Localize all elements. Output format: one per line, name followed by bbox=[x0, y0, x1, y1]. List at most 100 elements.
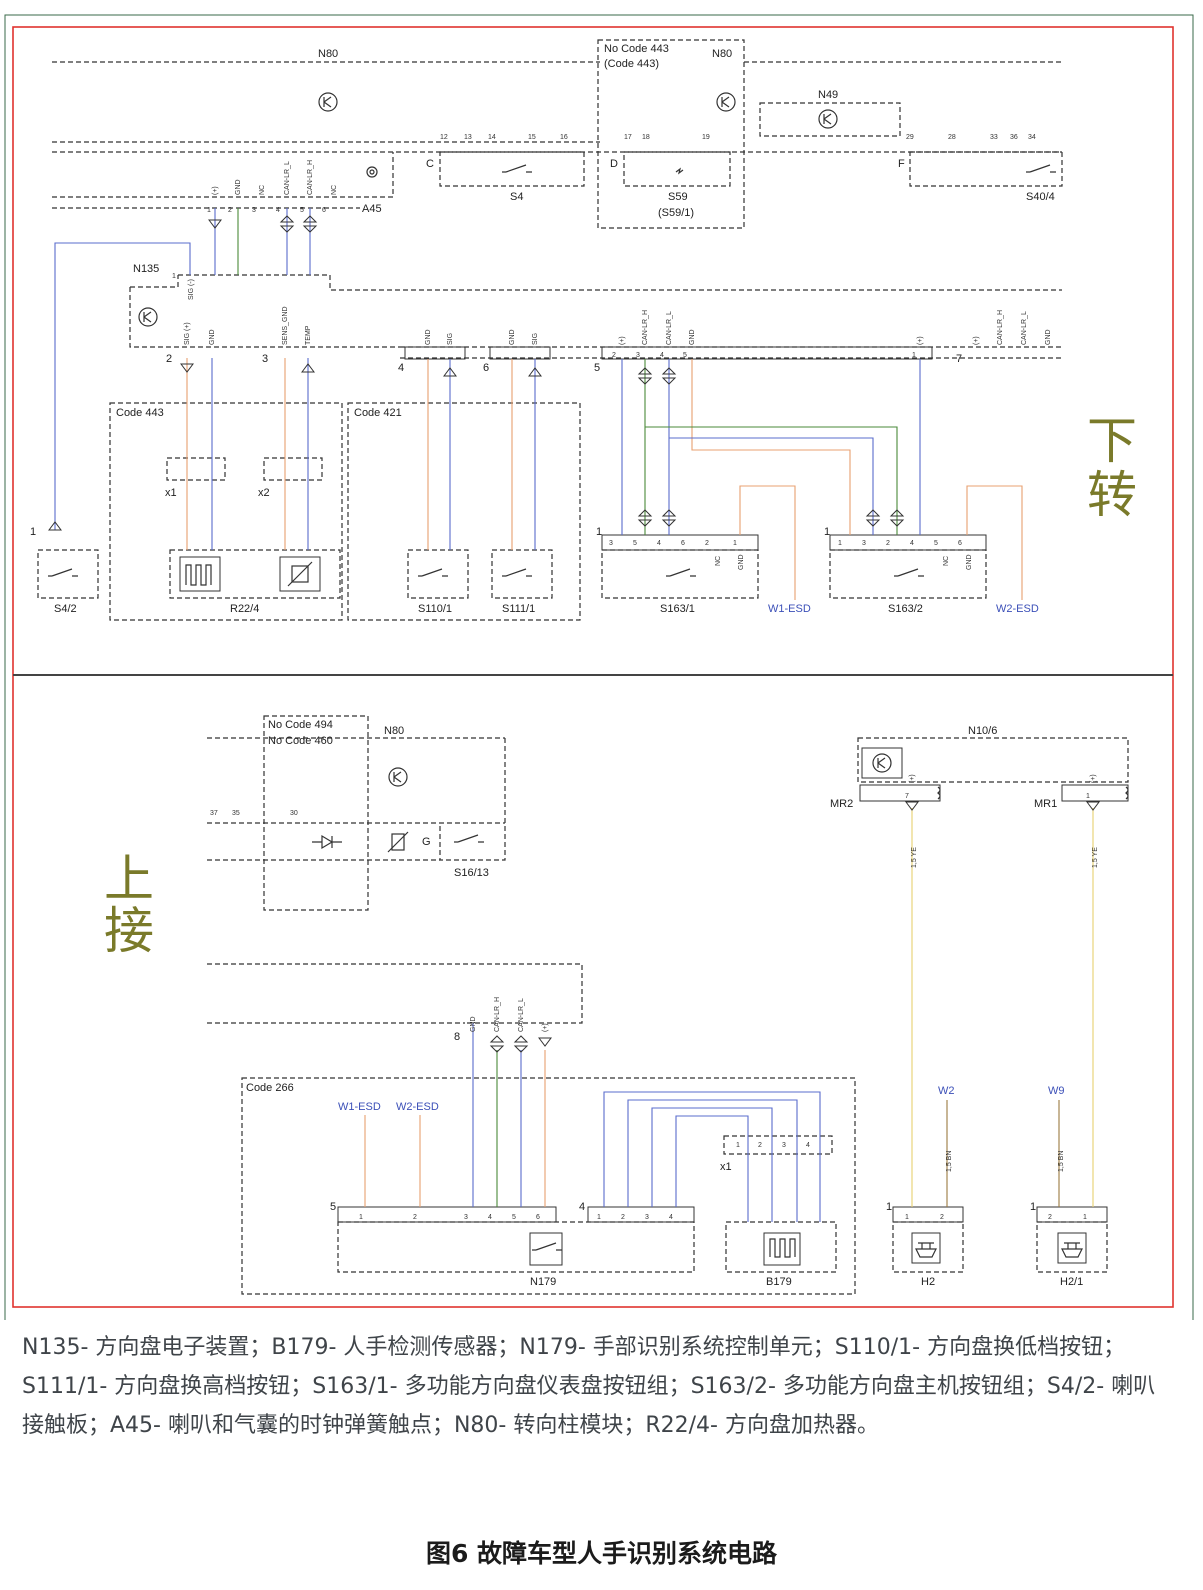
s163-1-num: 1 bbox=[596, 526, 602, 538]
c5-pin-2: 2 bbox=[612, 352, 616, 359]
n179-b-pin-2: 2 bbox=[621, 1214, 625, 1221]
sig-minus-label: SIG (-) bbox=[188, 279, 195, 300]
s4-label: S4 bbox=[510, 191, 523, 203]
x1-pin-3: 3 bbox=[782, 1142, 786, 1149]
pin-c-12: 12 bbox=[440, 134, 448, 141]
c7-can-h: CAN-LR_H bbox=[997, 310, 1004, 345]
c7-plus: (+) bbox=[973, 336, 980, 345]
wire-bn-right: 1,5 BN bbox=[1058, 1151, 1065, 1172]
conn-pin-3: 3 bbox=[262, 353, 268, 365]
s110-1-label: S110/1 bbox=[418, 603, 452, 615]
mr2-label: MR2 bbox=[830, 798, 853, 810]
pin-f-34: 34 bbox=[1028, 134, 1036, 141]
a45-pin-2: 2 bbox=[228, 207, 232, 214]
h2-pin-2: 2 bbox=[940, 1214, 944, 1221]
pin-row-c: 12 13 14 15 16 17 18 19 29 28 33 36 34 bbox=[440, 134, 1036, 141]
s163-1-pin-5: 5 bbox=[633, 540, 637, 547]
a45-sig-plus: (+) bbox=[212, 186, 219, 195]
c5-pin-3: 3 bbox=[636, 352, 640, 359]
a45-pin-4: 4 bbox=[276, 207, 280, 214]
a45-pin-5: 5 bbox=[300, 207, 304, 214]
p8-gnd: GND bbox=[470, 1016, 477, 1032]
figure-caption: 图6 故障车型人手识别系统电路 bbox=[425, 1539, 778, 1568]
c7-gnd: GND bbox=[1045, 329, 1052, 345]
label-g: G bbox=[422, 836, 431, 848]
s59-label: S59 bbox=[668, 191, 688, 203]
pin-f-33: 33 bbox=[990, 134, 998, 141]
s163-2-pin-1: 1 bbox=[838, 540, 842, 547]
s4-2-pin: 1 bbox=[30, 526, 36, 538]
r22-4-label: R22/4 bbox=[230, 603, 259, 615]
n80-label-right: N80 bbox=[712, 48, 732, 60]
pin-f-28: 28 bbox=[948, 134, 956, 141]
mr1-label: MR1 bbox=[1034, 798, 1057, 810]
c7-can-l: CAN-LR_L bbox=[1021, 311, 1028, 345]
n179-conn-5: 5 bbox=[330, 1201, 336, 1213]
a45-sig-can-h: CAN-LR_H bbox=[307, 160, 314, 195]
pin-f-29: 29 bbox=[906, 134, 914, 141]
pin-30: 30 bbox=[290, 810, 298, 817]
s163-1-nc: NC bbox=[715, 556, 722, 566]
n49-label: N49 bbox=[818, 89, 838, 101]
s16-13-label: S16/13 bbox=[454, 867, 489, 879]
nocode-443-label: No Code 443 bbox=[604, 43, 669, 55]
label-c: C bbox=[426, 158, 434, 170]
nocode-494-label: No Code 494 bbox=[268, 719, 333, 731]
code-443-group: Code 443 bbox=[116, 407, 164, 419]
n135-label: N135 bbox=[133, 263, 159, 275]
a45-sig-can-l: CAN-LR_L bbox=[284, 161, 291, 195]
x1-pin-4: 4 bbox=[806, 1142, 810, 1149]
n135-pin-1: 1 bbox=[172, 273, 176, 280]
nocode-460-label: No Code 460 bbox=[268, 735, 333, 747]
x1-pin-2: 2 bbox=[758, 1142, 762, 1149]
wire-bn-left: 1,5 BN bbox=[946, 1151, 953, 1172]
n80-bottom-label: N80 bbox=[384, 725, 404, 737]
page-frame bbox=[4, 14, 1194, 1320]
n80-label-left: N80 bbox=[318, 48, 338, 60]
pin-c-14: 14 bbox=[488, 134, 496, 141]
x1-bottom-label: x1 bbox=[720, 1161, 732, 1173]
n179-pin-6: 6 bbox=[536, 1214, 540, 1221]
b179-label: B179 bbox=[766, 1276, 792, 1288]
n179-pin-4: 4 bbox=[488, 1214, 492, 1221]
conn-pin-6: 6 bbox=[483, 362, 489, 374]
conn-pin-7: 7 bbox=[956, 353, 962, 365]
s163-1-pin-2: 2 bbox=[705, 540, 709, 547]
s163-1-pin-1: 1 bbox=[733, 540, 737, 547]
c6-gnd: GND bbox=[509, 329, 516, 345]
w2-esd-label: W2-ESD bbox=[996, 603, 1039, 615]
p8-plus: (+) bbox=[542, 1023, 549, 1032]
legend-text: N135- 方向盘电子装置；B179- 人手检测传感器；N179- 手部识别系统… bbox=[22, 1335, 1156, 1438]
c2-gnd: GND bbox=[209, 329, 216, 345]
s163-1-pin-4: 4 bbox=[657, 540, 661, 547]
a45-label: A45 bbox=[362, 203, 382, 215]
p8-can-l: CAN-LR_L bbox=[518, 998, 525, 1032]
s163-2-pin-2: 2 bbox=[886, 540, 890, 547]
s163-2-label: S163/2 bbox=[888, 603, 923, 615]
pin-d-17: 17 bbox=[624, 134, 632, 141]
h21-num: 1 bbox=[1030, 1201, 1036, 1213]
s163-1-gnd: GND bbox=[738, 554, 745, 570]
label-d: D bbox=[610, 158, 618, 170]
c5-pin-1: 1 bbox=[912, 352, 916, 359]
pin-8: 8 bbox=[454, 1031, 460, 1043]
n179-b-pin-3: 3 bbox=[645, 1214, 649, 1221]
side-label-jie: 接 bbox=[104, 902, 154, 960]
pin-c-13: 13 bbox=[464, 134, 472, 141]
s163-2-gnd: GND bbox=[966, 554, 973, 570]
s40-4-label: S40/4 bbox=[1026, 191, 1055, 203]
s59-1-label: (S59/1) bbox=[658, 207, 694, 219]
w1-esd-bottom: W1-ESD bbox=[338, 1101, 381, 1113]
s163-1-pin-6: 6 bbox=[681, 540, 685, 547]
c3-sens-gnd: SENS_GND bbox=[282, 306, 289, 345]
n179-b-pin-1: 1 bbox=[597, 1214, 601, 1221]
x1-pin-1: 1 bbox=[736, 1142, 740, 1149]
conn-pin-5: 5 bbox=[594, 362, 600, 374]
h2-label: H2 bbox=[921, 1276, 935, 1288]
conn-pin-2: 2 bbox=[166, 353, 172, 365]
s163-2-pin-6: 6 bbox=[958, 540, 962, 547]
a45-pin-3: 3 bbox=[252, 207, 256, 214]
pin-c-15: 15 bbox=[528, 134, 536, 141]
s163-2-pin-3: 3 bbox=[862, 540, 866, 547]
wire-ye-left: 1,5 YE bbox=[911, 847, 918, 868]
